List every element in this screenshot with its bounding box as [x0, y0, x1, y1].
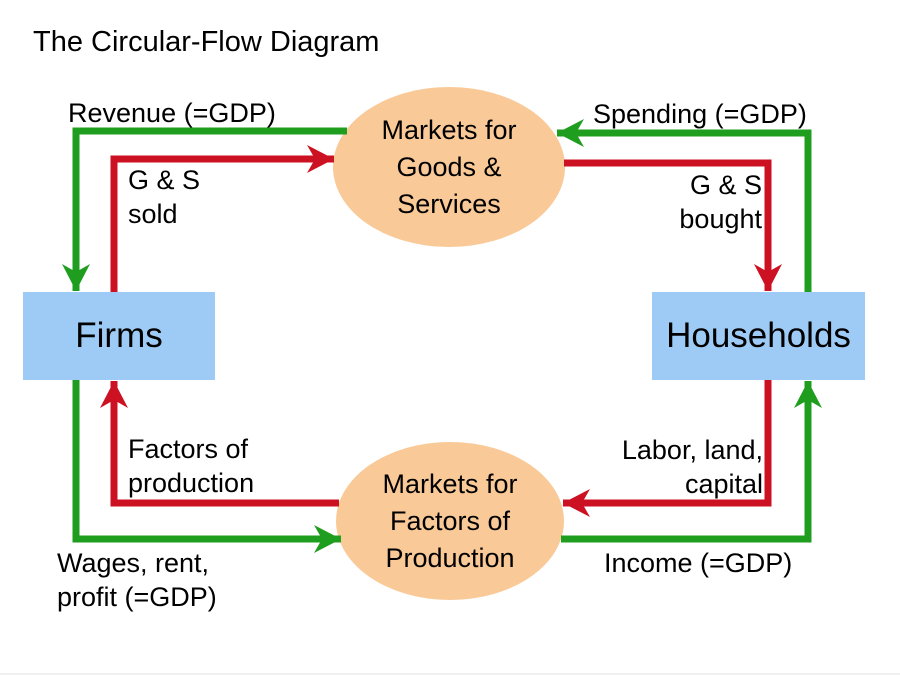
- node-markets-goods-services: Markets for Goods & Services: [333, 87, 565, 247]
- node-label-line: Factors of: [389, 505, 511, 536]
- node-label-line: Markets for: [382, 468, 518, 499]
- flow-label-line: Income (=GDP): [604, 548, 793, 578]
- node-firms: Firms: [23, 292, 215, 380]
- node-firms-label: Firms: [75, 316, 163, 355]
- flow-label-line: Factors of: [128, 434, 249, 464]
- flow-label-line: capital: [684, 469, 763, 499]
- flow-label-wages-rent-profit: Wages, rent, profit (=GDP): [57, 546, 217, 614]
- node-label-line: Markets for: [381, 114, 517, 145]
- node-label-line: Services: [397, 188, 501, 219]
- flow-label-spending: Spending (=GDP): [593, 97, 807, 131]
- node-households: Households: [652, 292, 865, 380]
- flow-label-line: sold: [128, 199, 178, 229]
- flow-label-line: Wages, rent,: [57, 548, 210, 578]
- flow-label-line: Spending (=GDP): [593, 99, 807, 129]
- flow-label-income: Income (=GDP): [604, 546, 792, 580]
- flow-label-goods-services-bought: G & S bought: [679, 168, 762, 236]
- node-markets-factors-production-label: Markets for Factors of Production: [382, 466, 517, 577]
- flow-label-line: profit (=GDP): [57, 582, 217, 612]
- arrow-revenue: [62, 127, 347, 291]
- flow-label-line: bought: [679, 204, 762, 234]
- flow-label-line: Labor, land,: [621, 435, 763, 465]
- node-markets-goods-services-label: Markets for Goods & Services: [381, 112, 516, 223]
- node-markets-factors-production: Markets for Factors of Production: [336, 442, 564, 600]
- bottom-edge-line: [0, 673, 900, 675]
- flow-label-goods-services-sold: G & S sold: [128, 163, 200, 231]
- flow-label-revenue: Revenue (=GDP): [68, 96, 276, 130]
- node-label-line: Production: [385, 542, 515, 573]
- flow-label-factors-of-production: Factors of production: [128, 432, 254, 500]
- node-label-line: Goods &: [396, 151, 502, 182]
- flow-label-line: G & S: [689, 170, 762, 200]
- page-title: The Circular-Flow Diagram: [33, 26, 380, 58]
- flow-label-labor-land-capital: Labor, land, capital: [622, 433, 763, 501]
- node-households-label: Households: [666, 316, 851, 355]
- flow-label-line: G & S: [128, 165, 201, 195]
- flow-label-line: production: [128, 468, 255, 498]
- flow-label-line: Revenue (=GDP): [68, 98, 276, 128]
